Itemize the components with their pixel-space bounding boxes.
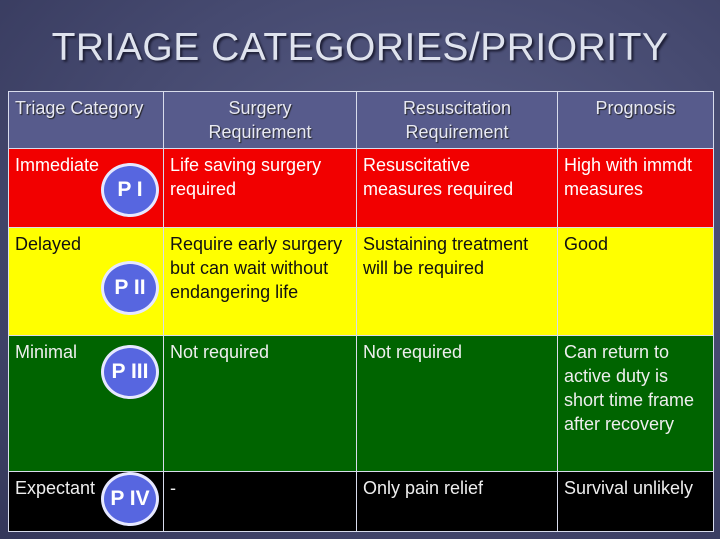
prognosis-cell: High with immdt measures — [557, 148, 714, 228]
table-row: Minimal P III Not required Not required C… — [8, 335, 714, 472]
resuscitation-cell: Not required — [356, 335, 558, 472]
header-prognosis: Prognosis — [557, 91, 714, 149]
header-triage-category: Triage Category — [8, 91, 164, 149]
surgery-cell: Life saving surgery required — [163, 148, 357, 228]
category-label: Delayed — [15, 234, 82, 254]
slide-title: TRIAGE CATEGORIES/PRIORITY — [51, 26, 669, 69]
prognosis-cell: Can return to active duty is short time … — [557, 335, 714, 472]
prognosis-cell: Good — [557, 227, 714, 336]
category-label: Immediate — [15, 155, 100, 175]
resuscitation-cell: Resuscitative measures required — [356, 148, 558, 228]
category-cell: Minimal P III — [8, 335, 164, 472]
priority-badge: P IV — [101, 472, 159, 526]
surgery-cell: Not required — [163, 335, 357, 472]
resuscitation-cell: Only pain relief — [356, 471, 558, 532]
surgery-cell: - — [163, 471, 357, 532]
surgery-cell: Require early surgery but can wait witho… — [163, 227, 357, 336]
priority-badge: P III — [101, 345, 159, 399]
category-cell: Delayed P II — [8, 227, 164, 336]
table-row: Delayed P II Require early surgery but ca… — [8, 227, 714, 336]
triage-table: Triage Category Surgery Requirement Resu… — [8, 91, 714, 532]
category-label: Expectant — [15, 478, 96, 498]
resuscitation-cell: Sustaining treatment will be required — [356, 227, 558, 336]
category-label: Minimal — [15, 342, 78, 362]
prognosis-cell: Survival unlikely — [557, 471, 714, 532]
header-resuscitation: Resuscitation Requirement — [356, 91, 558, 149]
priority-badge: P I — [101, 163, 159, 217]
table-header-row: Triage Category Surgery Requirement Resu… — [8, 91, 714, 149]
header-surgery: Surgery Requirement — [163, 91, 357, 149]
priority-badge: P II — [101, 261, 159, 315]
